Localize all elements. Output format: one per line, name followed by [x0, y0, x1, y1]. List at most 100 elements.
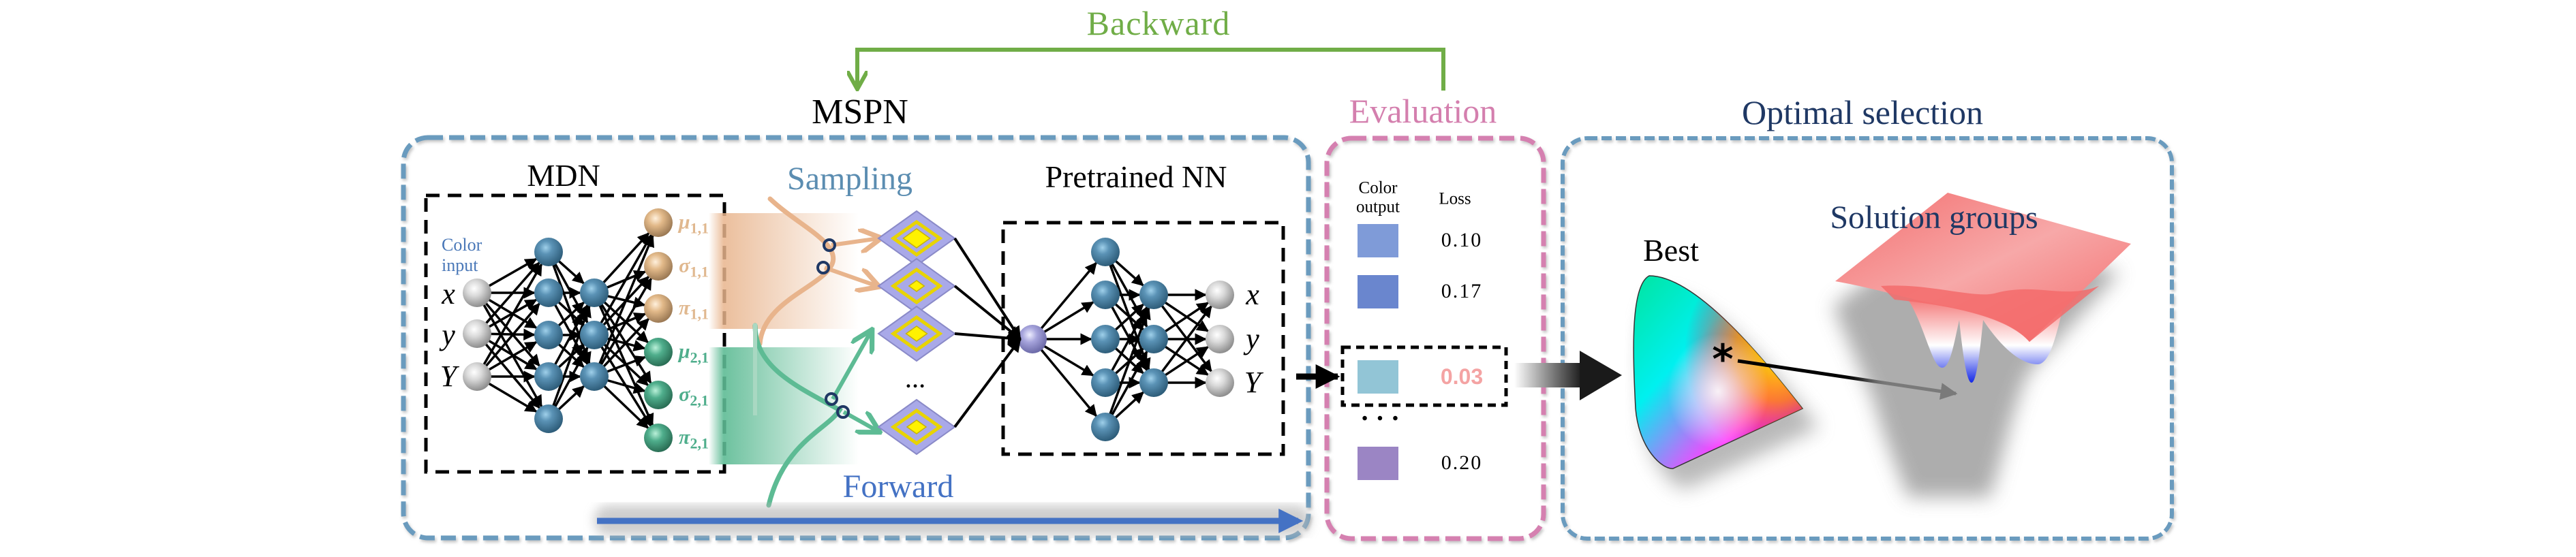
loss-value: 0.20: [1441, 451, 1483, 474]
evaluation-ellipsis: • • •: [1362, 410, 1401, 428]
optimal-selection-panel: [1561, 136, 2174, 541]
color-output-header: Color output: [1356, 179, 1400, 217]
color-swatch: [1358, 224, 1398, 257]
structure-chip: [877, 257, 956, 315]
pretrained-nn-nodes: [1018, 238, 1234, 441]
mdn-edge: [602, 318, 649, 368]
pnn-hidden-node: [1091, 325, 1120, 353]
forward-label: Forward: [842, 468, 954, 505]
mdn-output-node: [644, 208, 673, 237]
pnn-edge: [1114, 391, 1144, 419]
output-symbol: π: [679, 296, 690, 319]
output-subscript: 2,1: [690, 434, 709, 452]
pnn-hidden-node: [1139, 325, 1168, 353]
pnn-edge: [1039, 348, 1097, 417]
output-symbol: σ: [679, 383, 690, 406]
backward-arrow: [857, 48, 1445, 91]
output-subscript: 2,1: [690, 349, 709, 366]
mdn-output-node: [644, 381, 673, 409]
output-subscript: 1,1: [690, 305, 709, 323]
mdn-output-label: μ1,1: [679, 212, 709, 236]
mdn-box: [424, 193, 726, 474]
color-swatch: [1358, 447, 1398, 480]
sampling-label: Sampling: [786, 161, 913, 197]
pnn-output-label: x: [1246, 278, 1259, 311]
mdn-edge: [557, 385, 585, 411]
pretrained-nn-connections: [1039, 259, 1212, 419]
mdn-hidden-node: [534, 362, 563, 391]
mdn-output-label: μ2,1: [679, 341, 709, 366]
color-swatch: [1358, 360, 1398, 394]
mdn-output-node: [644, 294, 673, 323]
pnn-edge: [1039, 261, 1097, 330]
mdn-edge: [485, 261, 540, 325]
structure-chips: [877, 210, 1022, 456]
mdn-output-label: π1,1: [679, 298, 709, 322]
solution-surface: [1833, 193, 2131, 497]
pnn-hidden-node: [1091, 281, 1120, 309]
mdn-output-label: σ2,1: [679, 383, 709, 409]
chip-to-nn-edge: [953, 285, 1022, 340]
pnn-edge: [1108, 307, 1151, 415]
pnn-edge: [1110, 350, 1148, 417]
chip-to-nn-edge: [953, 237, 1022, 340]
mdn-hidden-node: [580, 321, 609, 349]
mdn-edge: [602, 232, 650, 285]
color-input-label: Color input: [442, 235, 482, 276]
chip-to-nn-edge: [953, 338, 1022, 428]
evaluation-panel: [1324, 136, 1546, 541]
pnn-hidden-node: [1139, 281, 1168, 309]
color-input-line2: input: [442, 255, 478, 275]
pnn-hidden-node: [1139, 368, 1168, 397]
sample-point: [825, 392, 838, 406]
mspn-panel: [401, 135, 1311, 541]
color-input-line1: Color: [442, 235, 482, 255]
loss-header: Loss: [1439, 189, 1471, 208]
mdn-edge: [606, 355, 647, 373]
sampling-curves: [752, 196, 879, 508]
mdn-hidden-node: [580, 362, 609, 391]
best-label: Best: [1643, 233, 1699, 268]
mdn-title: MDN: [527, 158, 600, 193]
mdn-hidden-node: [534, 404, 563, 433]
mdn-output-node: [644, 424, 673, 452]
optimal-selection-title: Optimal selection: [1741, 93, 1984, 131]
pnn-hidden-node: [1091, 238, 1120, 266]
pnn-output-node: [1206, 325, 1234, 353]
mdn-output-node: [644, 252, 673, 281]
chips-ellipsis: …: [905, 370, 928, 392]
evaluation-title: Evaluation: [1349, 92, 1497, 130]
structure-chip: [877, 305, 956, 362]
evaluation-to-selection-arrow: [1514, 351, 1622, 400]
mdn-edge: [599, 234, 653, 325]
pnn-edge: [1163, 346, 1209, 377]
mdn-input-label: y: [442, 318, 455, 351]
best-row-highlight: [1340, 345, 1508, 407]
mdn-edge: [602, 384, 649, 429]
loss-value: 0.10: [1441, 229, 1483, 251]
pretrained-nn-title: Pretrained NN: [1045, 159, 1227, 194]
color-output-header-line1: Color: [1358, 178, 1398, 197]
pnn-input-node: [1018, 325, 1047, 353]
mdn-input-label: Y: [440, 360, 457, 393]
best-loss-value: 0.03: [1440, 364, 1484, 389]
pnn-edge: [1114, 259, 1144, 287]
mdn-edge: [598, 234, 654, 366]
mdn-edge: [553, 346, 589, 409]
mdn-edge: [485, 302, 540, 368]
mdn-edge: [487, 382, 538, 413]
mdn-input-node: [463, 319, 491, 348]
chip-to-nn-edge: [954, 331, 1022, 345]
color-swatches: [1358, 224, 1398, 480]
mdn-connections: [482, 232, 654, 429]
backward-label: Backward: [1086, 4, 1231, 42]
structure-chip: [877, 398, 956, 456]
loss-value: 0.17: [1441, 280, 1483, 302]
color-output-header-line2: output: [1356, 197, 1400, 216]
mdn-edge: [557, 259, 585, 285]
mdn-input-label: x: [442, 277, 455, 311]
pnn-output-label: Y: [1244, 366, 1261, 399]
mdn-hidden-node: [534, 278, 563, 307]
color-swatch: [1358, 275, 1398, 308]
